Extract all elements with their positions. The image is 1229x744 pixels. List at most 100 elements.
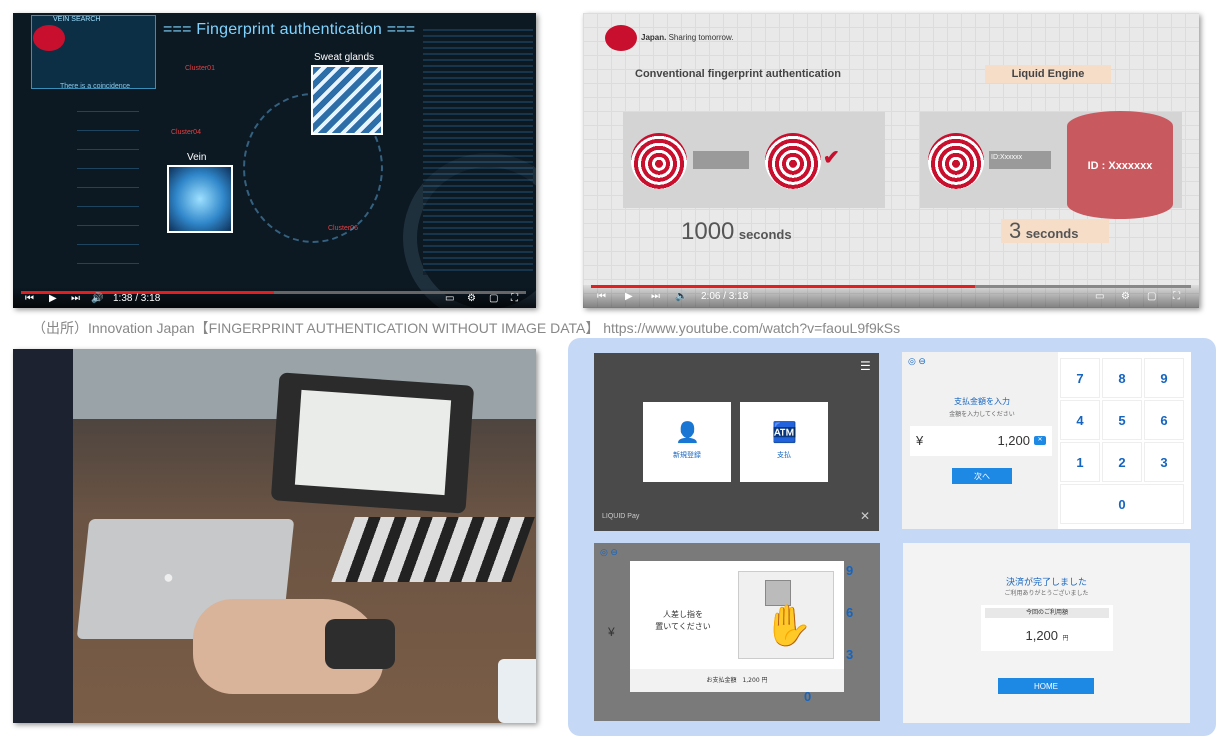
add-user-icon: 👤 [675, 422, 700, 444]
left-heading: Conventional fingerprint authentication [635, 68, 841, 80]
video-player-liquid-engine[interactable]: Japan. Sharing tomorrow. Conventional fi… [583, 13, 1199, 308]
volume-icon[interactable]: 🔊 [675, 291, 688, 302]
register-card[interactable]: 👤 新規登録 [643, 402, 731, 482]
key-1[interactable]: 1 [1060, 442, 1100, 482]
home-button[interactable]: HOME [998, 678, 1094, 694]
tablet-screen [294, 389, 452, 496]
key-6[interactable]: 6 [1144, 400, 1184, 440]
fingerprint-icon [928, 133, 984, 189]
amount-value: 1,200 [997, 433, 1030, 448]
play-icon[interactable]: ▶ [625, 291, 633, 302]
sensor-tray [331, 517, 535, 582]
apple-logo-icon: ● [163, 567, 174, 587]
fingerprint-dialog: 人差し指を 置いてください ✋ お支払金額 1,200 円 [630, 561, 844, 692]
key-5[interactable]: 5 [1102, 400, 1142, 440]
side-key-9: 9 [846, 563, 854, 578]
complete-heading: 決済が完了しました [1005, 578, 1087, 588]
left-time-unit: seconds [738, 227, 792, 242]
id-label: ID:Xxxxxx [991, 154, 1023, 161]
amount-value: 1,200 [1025, 628, 1059, 643]
side-key-6: 6 [846, 605, 854, 620]
coincidence-label: There is a coincidence [60, 83, 131, 90]
skip-forward-icon[interactable]: ⏭ [651, 291, 660, 302]
cup [498, 659, 536, 723]
key-0[interactable]: 0 [1060, 484, 1184, 524]
skip-back-icon[interactable]: ⏮ [25, 293, 34, 304]
time-display: 1:38 / 3:18 [113, 293, 161, 304]
skip-back-icon[interactable]: ⏮ [597, 291, 606, 302]
next-button[interactable]: 次へ [952, 468, 1012, 484]
sweat-glands-image [311, 65, 383, 135]
finger-placement-graphic: ✋ [738, 571, 834, 659]
database-label: ID : Xxxxxxx [1087, 160, 1153, 172]
right-time-highlight [1001, 219, 1109, 243]
amount-display: 1,200 円 [981, 627, 1113, 645]
register-label: 新規登録 [673, 451, 701, 459]
miniplayer-icon[interactable]: ▢ [489, 293, 499, 304]
key-2[interactable]: 2 [1102, 442, 1142, 482]
progress-track[interactable] [21, 291, 526, 294]
settings-icon[interactable]: ⚙ [467, 293, 476, 304]
key-9[interactable]: 9 [1144, 358, 1184, 398]
right-time: 3 seconds [1009, 218, 1078, 244]
pay-label: 支払 [777, 451, 791, 459]
back-icon[interactable]: ◎ ⊖ [600, 547, 618, 557]
left-time-value: 1000 [681, 218, 735, 245]
back-icon[interactable]: ◎ ⊖ [908, 356, 926, 366]
play-icon[interactable]: ▶ [49, 293, 57, 304]
amount-input[interactable]: ¥ 1,200 ✕ [910, 426, 1052, 456]
subtitles-icon[interactable]: ▭ [445, 293, 455, 304]
app-screens-panel: ☰ 👤 新規登録 🏧 支払 LIQUID Pay ✕ ◎ ⊖ 支払金額を入力 金… [568, 338, 1216, 736]
amount-entry-screen: ◎ ⊖ 支払金額を入力 金額を入力してください ¥ 1,200 ✕ 次へ 7 8… [902, 352, 1191, 529]
progress-fill [21, 291, 274, 294]
key-8[interactable]: 8 [1102, 358, 1142, 398]
fingerprint-icon [765, 133, 821, 189]
clear-icon[interactable]: ✕ [1034, 436, 1046, 445]
amount-card: 今回のご利用額 1,200 円 [981, 605, 1113, 651]
menu-icon[interactable]: ☰ [860, 359, 871, 373]
fingerprint-icon [631, 133, 687, 189]
currency-label: ¥ [916, 433, 924, 448]
key-3[interactable]: 3 [1144, 442, 1184, 482]
currency-label: ¥ [608, 625, 615, 639]
settings-icon[interactable]: ⚙ [1121, 291, 1130, 302]
brand-line: Japan. Sharing tomorrow. [641, 33, 734, 42]
video-title-text: Fingerprint authentication [196, 21, 383, 38]
vein-search-label: VEIN SEARCH [53, 16, 101, 23]
video-player-fingerprint[interactable]: VEIN SEARCH There is a coincidence === F… [13, 13, 536, 308]
skip-forward-icon[interactable]: ⏭ [71, 293, 80, 304]
register-icon: 🏧 [772, 422, 797, 444]
key-4[interactable]: 4 [1060, 400, 1100, 440]
pay-card[interactable]: 🏧 支払 [740, 402, 828, 482]
complete-sub: ご利用ありがとうございました [1004, 590, 1089, 597]
payment-footer: お支払金額 1,200 円 [630, 669, 844, 692]
right-time-unit: seconds [1025, 226, 1079, 241]
key-7[interactable]: 7 [1060, 358, 1100, 398]
subtitles-icon[interactable]: ▭ [1095, 291, 1105, 302]
hand-icon: ✋ [763, 604, 814, 649]
amount-heading: 支払金額を入力 [954, 397, 1010, 406]
fullscreen-icon[interactable]: ⛶ [511, 293, 518, 304]
cluster-01-label: Cluster01 [185, 65, 215, 72]
sweat-glands-label: Sweat glands [314, 52, 375, 63]
waveform-panel [77, 93, 139, 273]
person-suit [13, 349, 73, 723]
fingerprint-prompt-screen: ◎ ⊖ ¥ 9 6 3 0 人差し指を 置いてください ✋ お支払金額 1,20… [594, 543, 880, 721]
source-caption: （出所）Innovation Japan【FINGERPRINT AUTHENT… [32, 320, 901, 336]
prompt-line2: 置いてください [655, 622, 711, 631]
volume-icon[interactable]: 🔊 [91, 293, 104, 304]
side-key-3: 3 [846, 647, 854, 662]
player-controls [583, 285, 1199, 308]
video-title: === Fingerprint authentication === [163, 21, 416, 38]
close-icon[interactable]: ✕ [860, 509, 871, 523]
fingerprint-sensor [325, 619, 395, 669]
logo-icon [605, 25, 637, 51]
binary-data-column [423, 25, 533, 275]
demo-photo: ● [13, 349, 536, 723]
database-icon [1067, 111, 1173, 219]
miniplayer-icon[interactable]: ▢ [1147, 291, 1157, 302]
time-display: 2:06 / 3:18 [701, 291, 749, 302]
fullscreen-icon[interactable]: ⛶ [1173, 291, 1180, 302]
progress-fill [591, 285, 975, 288]
right-heading: Liquid Engine [985, 65, 1111, 83]
